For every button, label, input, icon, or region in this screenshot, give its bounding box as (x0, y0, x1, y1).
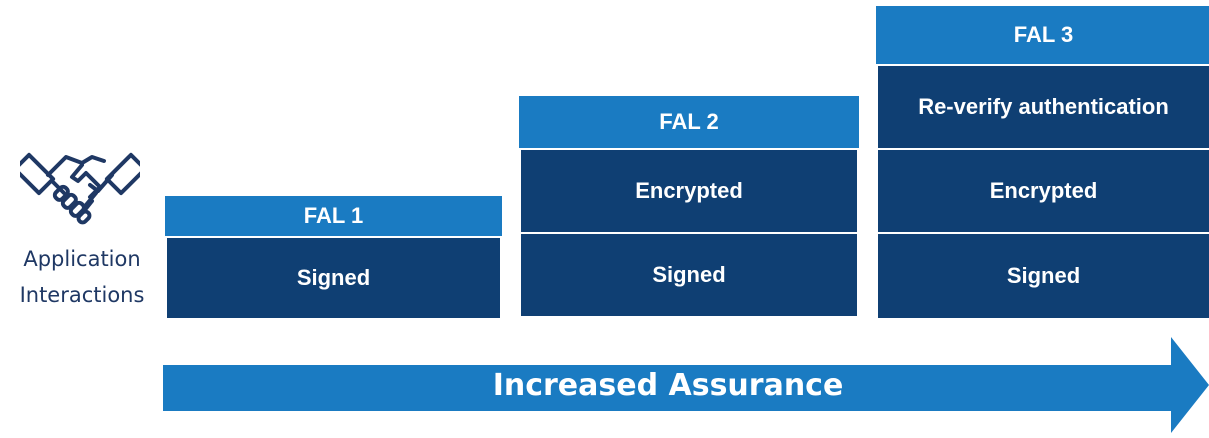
fal3-signed: Signed (876, 232, 1209, 320)
fal1-signed: Signed (165, 236, 502, 320)
fal2-header: FAL 2 (519, 96, 859, 148)
handshake-icon (12, 135, 148, 235)
fal3-reverify: Re-verify authentication (876, 64, 1209, 150)
fal1-header: FAL 1 (165, 196, 502, 236)
assurance-arrow: Increased Assurance (163, 337, 1209, 433)
arrow-shape (163, 337, 1209, 433)
fal3-header: FAL 3 (876, 6, 1209, 64)
fal2-encrypted: Encrypted (519, 148, 859, 234)
fal3-encrypted: Encrypted (876, 148, 1209, 234)
interactions-label: Interactions (19, 283, 145, 307)
application-label: Application (23, 247, 141, 271)
fal2-signed: Signed (519, 232, 859, 318)
assurance-label: Increased Assurance (492, 367, 844, 403)
